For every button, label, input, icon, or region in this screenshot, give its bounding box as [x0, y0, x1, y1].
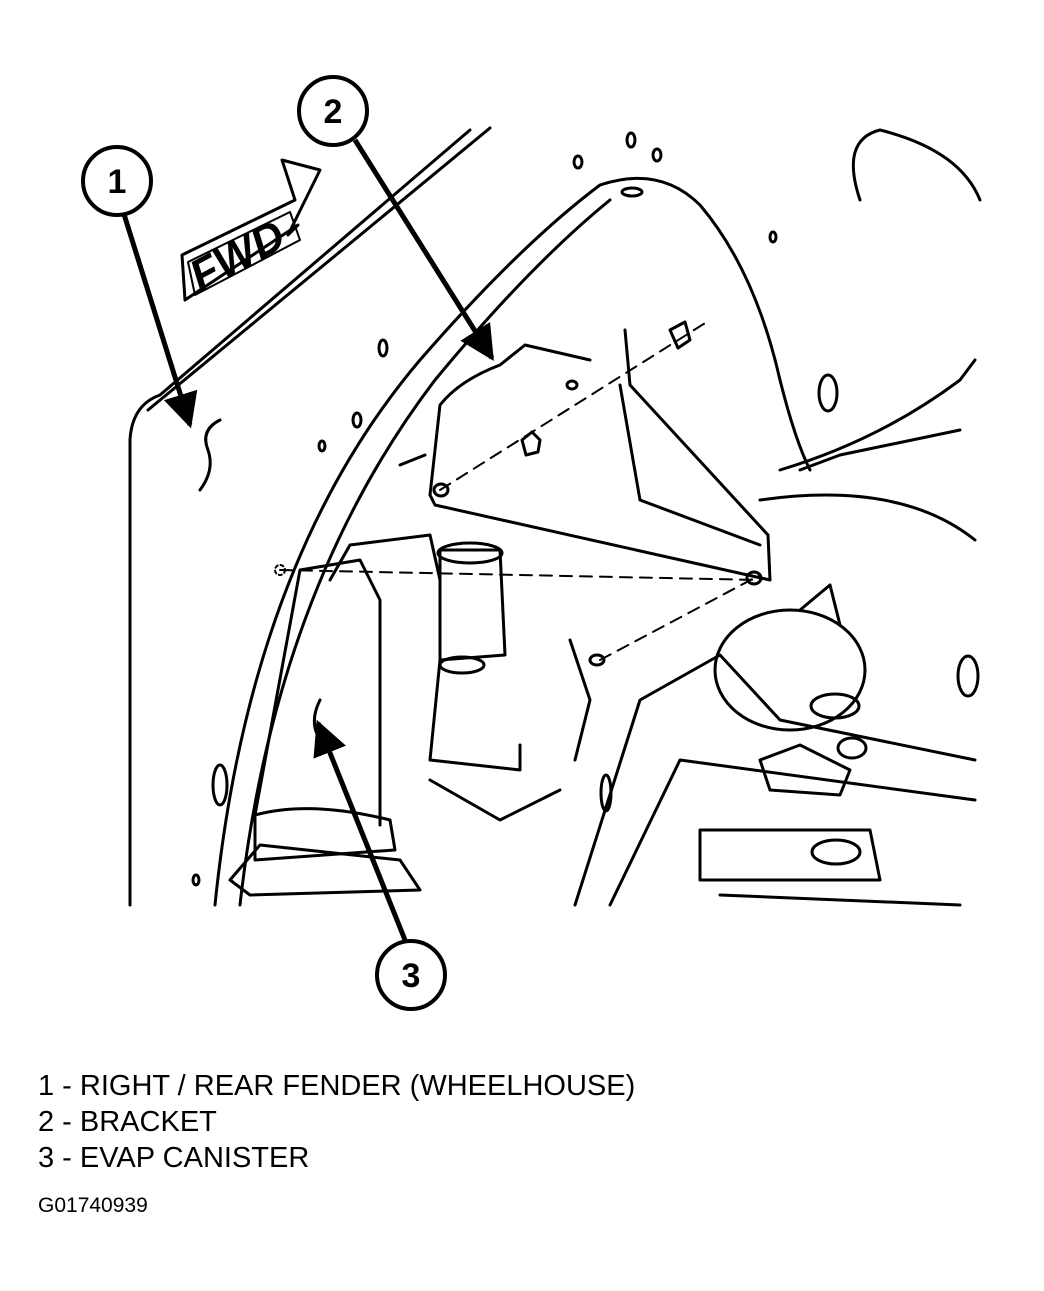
forward-arrow-icon [180, 158, 322, 302]
legend-item-evap-canister: 3 - EVAP CANISTER [38, 1142, 310, 1174]
evap-canister-diagram: 1 2 3 FWD [81, 75, 982, 1011]
callout-2: 2 [297, 75, 369, 147]
legend-item-fender: 1 - RIGHT / REAR FENDER (WHEELHOUSE) [38, 1070, 636, 1102]
legend: 1 - RIGHT / REAR FENDER (WHEELHOUSE) 2 -… [38, 1068, 635, 1176]
callout-1-label: 1 [108, 163, 127, 201]
callout-2-label: 2 [324, 93, 343, 131]
figure-id: G01740939 [38, 1194, 148, 1217]
callout-3-label: 3 [402, 957, 421, 995]
leader-line-1 [120, 210, 198, 429]
callout-1: 1 [81, 145, 153, 217]
forward-label: FWD [182, 211, 293, 301]
spring-seat-structure [573, 128, 982, 907]
leader-line-2 [352, 138, 495, 361]
legend-item-bracket: 2 - BRACKET [38, 1106, 217, 1138]
leader-line-3 [313, 719, 408, 941]
callout-3: 3 [375, 939, 447, 1011]
bracket [274, 319, 772, 661]
evap-canister [228, 533, 606, 897]
